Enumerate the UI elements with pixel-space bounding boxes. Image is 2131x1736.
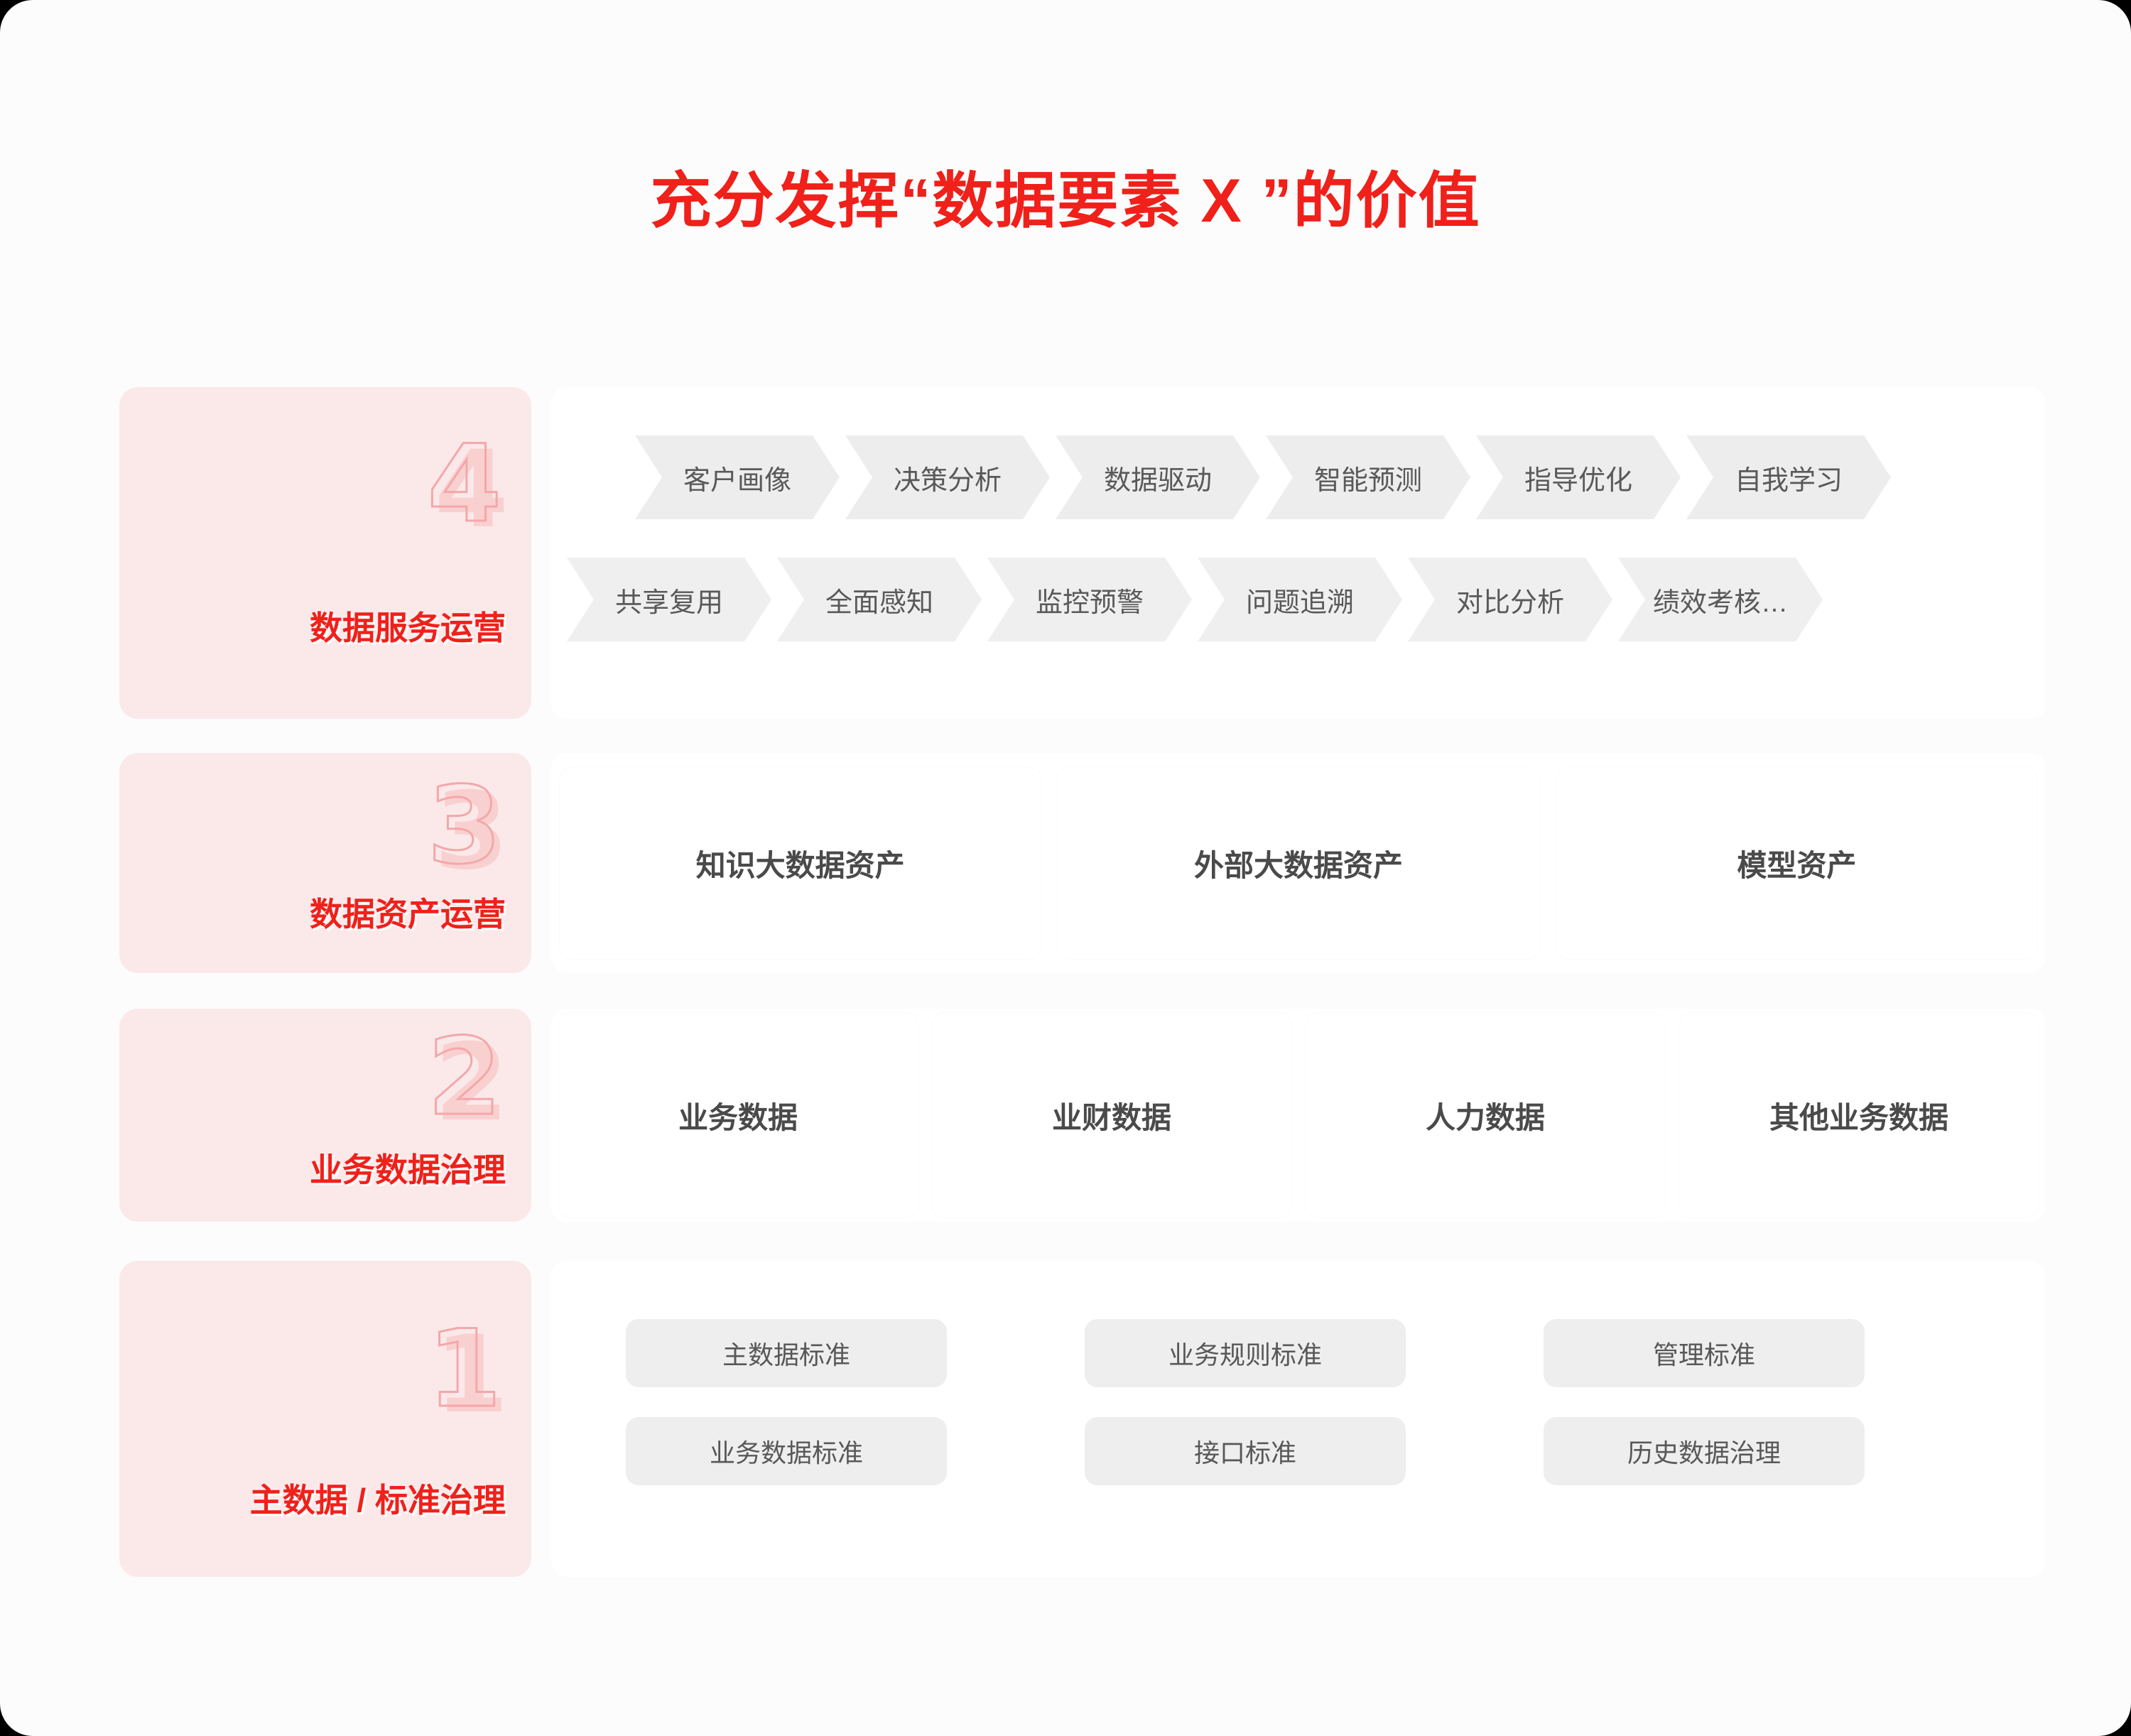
standard-pill[interactable]: 管理标准 xyxy=(1544,1319,1865,1387)
stage-row-4: 4 数据服务运营 客户画像 决策分析 数据驱动 智能预测 指导优化 自我学习 共… xyxy=(119,387,2046,719)
asset-card[interactable]: 外部大数据资产 xyxy=(1058,767,1539,959)
chevron-item[interactable]: 全面感知 xyxy=(777,558,982,641)
asset-card[interactable]: 知识大数据资产 xyxy=(560,767,1041,959)
asset-card-list: 知识大数据资产 外部大数据资产 模型资产 xyxy=(551,753,2046,973)
standard-pill[interactable]: 接口标准 xyxy=(1085,1417,1406,1485)
stage-number-2: 2 xyxy=(426,1016,502,1139)
standard-pill[interactable]: 业务数据标准 xyxy=(626,1417,947,1485)
stage-row-1: 1 主数据 / 标准治理 主数据标准 业务规则标准 管理标准 业务数据标准 接口… xyxy=(119,1261,2046,1577)
business-card[interactable]: 人力数据 xyxy=(1306,1013,1665,1217)
chevron-item[interactable]: 问题追溯 xyxy=(1198,558,1402,641)
chevron-row-top: 客户画像 决策分析 数据驱动 智能预测 指导优化 自我学习 xyxy=(635,435,1897,519)
asset-card[interactable]: 模型资产 xyxy=(1556,767,2037,959)
stage-row-2: 2 业务数据治理 业务数据 业财数据 人力数据 其他业务数据 xyxy=(119,1009,2046,1222)
stage-panel-1[interactable]: 1 主数据 / 标准治理 xyxy=(119,1261,531,1577)
page-title: 充分发挥“数据要素 X ”的价值 xyxy=(650,167,1481,235)
business-card[interactable]: 业务数据 xyxy=(558,1013,918,1217)
stage-panel-3[interactable]: 3 数据资产运营 xyxy=(119,753,531,973)
standard-pill[interactable]: 主数据标准 xyxy=(626,1319,947,1387)
chevron-item[interactable]: 对比分析 xyxy=(1408,558,1612,641)
stage-content-1: 主数据标准 业务规则标准 管理标准 业务数据标准 接口标准 历史数据治理 xyxy=(551,1261,2046,1577)
business-card[interactable]: 其他业务数据 xyxy=(1679,1013,2039,1217)
chevron-item[interactable]: 共享复用 xyxy=(567,558,771,641)
standard-pill-grid: 主数据标准 业务规则标准 管理标准 业务数据标准 接口标准 历史数据治理 xyxy=(626,1319,1933,1485)
stage-content-2: 业务数据 业财数据 人力数据 其他业务数据 xyxy=(551,1009,2046,1222)
stage-panel-2[interactable]: 2 业务数据治理 xyxy=(119,1009,531,1222)
business-card-list: 业务数据 业财数据 人力数据 其他业务数据 xyxy=(551,1009,2046,1222)
chevron-item[interactable]: 智能预测 xyxy=(1266,435,1470,519)
stage-content-3: 知识大数据资产 外部大数据资产 模型资产 xyxy=(551,753,2046,973)
business-card[interactable]: 业财数据 xyxy=(932,1013,1291,1217)
standard-pill[interactable]: 历史数据治理 xyxy=(1544,1417,1865,1485)
stage-label-4: 数据服务运营 xyxy=(310,609,506,646)
chevron-item[interactable]: 绩效考核… xyxy=(1618,558,1823,641)
stage-label-3: 数据资产运营 xyxy=(310,896,506,933)
stage-number-1: 1 xyxy=(426,1308,502,1431)
chevron-item[interactable]: 指导优化 xyxy=(1476,435,1681,519)
stage-number-4: 4 xyxy=(426,423,502,546)
chevron-item[interactable]: 数据驱动 xyxy=(1056,435,1260,519)
chevron-row-bottom: 共享复用 全面感知 监控预警 问题追溯 对比分析 绩效考核… xyxy=(567,558,1828,641)
stage-panel-4[interactable]: 4 数据服务运营 xyxy=(119,387,531,719)
stage-row-3: 3 数据资产运营 知识大数据资产 外部大数据资产 模型资产 xyxy=(119,753,2046,973)
chevron-item[interactable]: 客户画像 xyxy=(635,435,840,519)
chevron-item[interactable]: 监控预警 xyxy=(987,558,1192,641)
stage-number-3: 3 xyxy=(426,764,502,888)
stage-content-4: 客户画像 决策分析 数据驱动 智能预测 指导优化 自我学习 共享复用 全面感知 … xyxy=(551,387,2046,719)
stage-label-1: 主数据 / 标准治理 xyxy=(249,1482,506,1519)
stage-label-2: 业务数据治理 xyxy=(310,1151,506,1188)
chevron-item[interactable]: 决策分析 xyxy=(845,435,1050,519)
standard-pill[interactable]: 业务规则标准 xyxy=(1085,1319,1406,1387)
chevron-item[interactable]: 自我学习 xyxy=(1686,435,1891,519)
